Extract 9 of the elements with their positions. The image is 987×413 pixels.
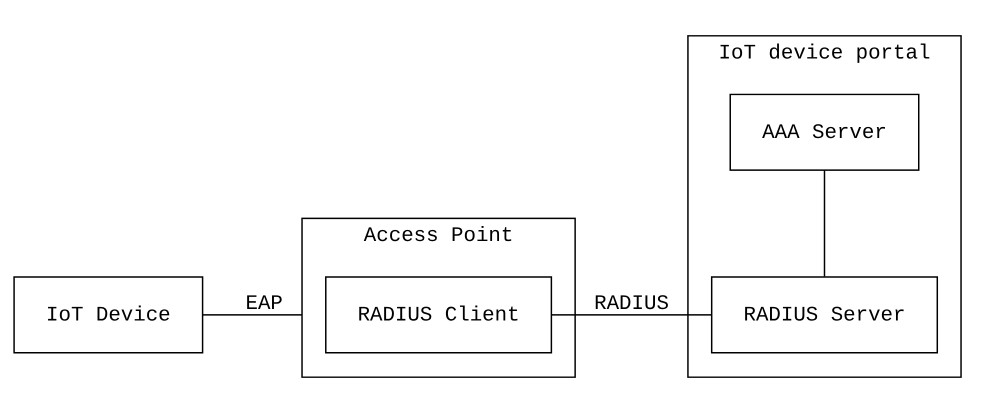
connector xyxy=(824,170,826,276)
node-box: RADIUS Server xyxy=(710,276,938,354)
connector xyxy=(202,314,302,316)
edge-label: EAP xyxy=(245,293,283,316)
connector xyxy=(552,314,712,316)
node-box: IoT Device xyxy=(13,276,204,354)
node-box: RADIUS Client xyxy=(325,276,552,354)
node-box: AAA Server xyxy=(730,94,920,171)
edge-label: RADIUS xyxy=(594,293,669,316)
